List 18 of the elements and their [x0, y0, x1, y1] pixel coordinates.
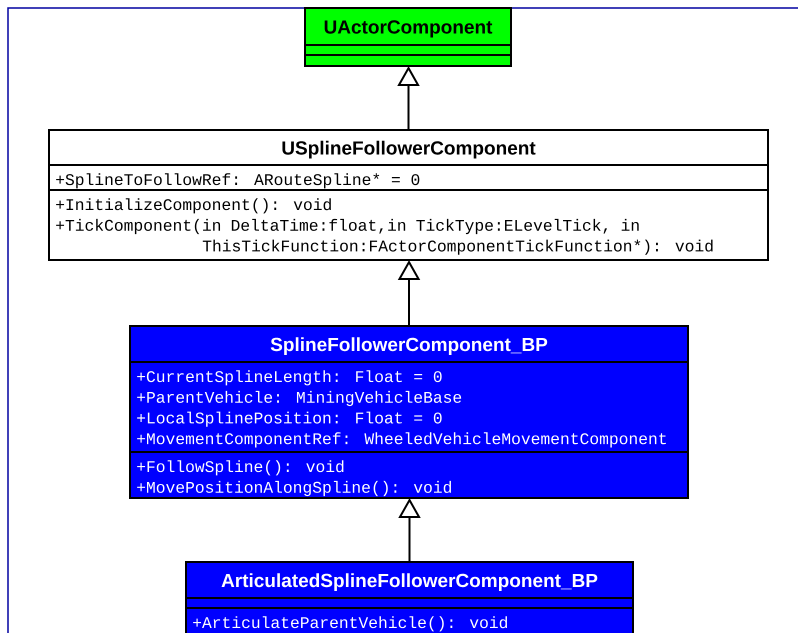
- class-box: [304, 7, 512, 67]
- operation-text: +ArticulateParentVehicle(): void: [193, 616, 507, 632]
- attribute-text: +CurrentSplineLength: Float = 0: [137, 370, 442, 386]
- operation-text: +FollowSpline(): void: [137, 460, 344, 476]
- class-box: [48, 129, 769, 261]
- operation-text: +MovePositionAlongSpline(): void: [137, 480, 451, 496]
- attribute-text: +MovementComponentRef: WheeledVehicleMovementComponent: [137, 432, 666, 448]
- class-box: [185, 561, 634, 633]
- class-name: SplineFollowerComponent_BP: [270, 337, 548, 355]
- class-name: ArticulatedSplineFollowerComponent_BP: [222, 573, 598, 591]
- class-name: USplineFollowerComponent: [282, 140, 536, 158]
- attribute-text: +LocalSplinePosition: Float = 0: [137, 412, 442, 427]
- attribute-text: +ParentVehicle: MiningVehicleBase: [137, 390, 462, 406]
- class-box: [129, 325, 689, 499]
- attribute-text: +SplineToFollowRef: ARouteSpline* = 0: [56, 173, 420, 188]
- operation-text: +InitializeComponent(): void: [56, 198, 331, 214]
- operation-text: +TickComponent(in DeltaTime:float,in TickType:ELevelTick, in ThisTickFunction:FActorComponentTickFunction*): void: [56, 218, 713, 255]
- class-name: UActorComponent: [324, 20, 492, 38]
